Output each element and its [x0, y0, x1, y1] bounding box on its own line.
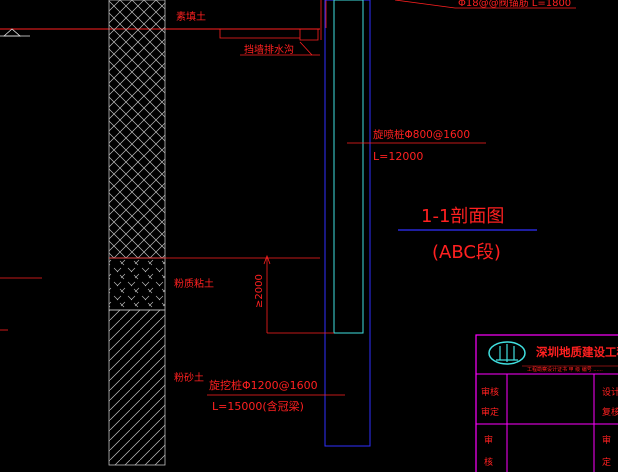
silty-clay-layer — [108, 257, 166, 311]
title-row2-right: 复核 — [602, 406, 618, 418]
title-block-frame — [475, 334, 618, 472]
ground-level-marker-icon — [2, 28, 22, 37]
layer-fill-soil-label: 素填土 — [176, 10, 206, 23]
silt-layer — [108, 309, 166, 466]
pile-spec-label: 旋喷桩Φ800@1600 — [373, 128, 470, 141]
title-row3-right-b: 定 — [602, 456, 611, 468]
title-row1-left: 审核 — [481, 386, 499, 398]
drain-ditch — [219, 29, 319, 41]
top-annotation: Φ18@@阀锚筋 L=1800 — [458, 0, 571, 9]
top-anno-leader-diag — [394, 0, 456, 9]
pile-length-label: L=12000 — [373, 150, 423, 163]
drain-label: 挡墙排水沟 — [244, 43, 294, 56]
fill-soil-layer — [108, 0, 166, 259]
bored-pile[interactable] — [324, 0, 371, 447]
title-row2-left: 审定 — [481, 406, 499, 418]
bored-pile-spec-label: 旋挖桩Φ1200@1600 — [209, 378, 318, 392]
title-row3-left-b: 核 — [484, 456, 493, 468]
title-row1-right: 设计 — [602, 386, 618, 398]
layer-silty-clay-label: 粉质粘土 — [174, 277, 214, 290]
section-title: 1-1剖面图 — [421, 206, 504, 227]
section-subtitle: (ABC段) — [432, 242, 501, 263]
jet-grout-pile[interactable] — [333, 0, 364, 334]
embed-dim-arrow-icon — [263, 254, 271, 265]
layer-silt-label: 粉砂土 — [174, 371, 204, 384]
title-row3-left-a: 审 — [484, 434, 493, 446]
drain-leader-diag — [299, 41, 313, 56]
embed-dim-label: ≥2000 — [254, 274, 265, 308]
company-name: 深圳地质建设工程公司 — [536, 345, 618, 359]
title-row3-right-a: 审 — [602, 434, 611, 446]
company-logo-icon — [488, 341, 526, 365]
company-sub-text: 工程勘察设计证书 甲 级 编号 ...... — [527, 366, 603, 373]
bored-pile-length-label: L=15000(含冠梁) — [212, 399, 304, 413]
